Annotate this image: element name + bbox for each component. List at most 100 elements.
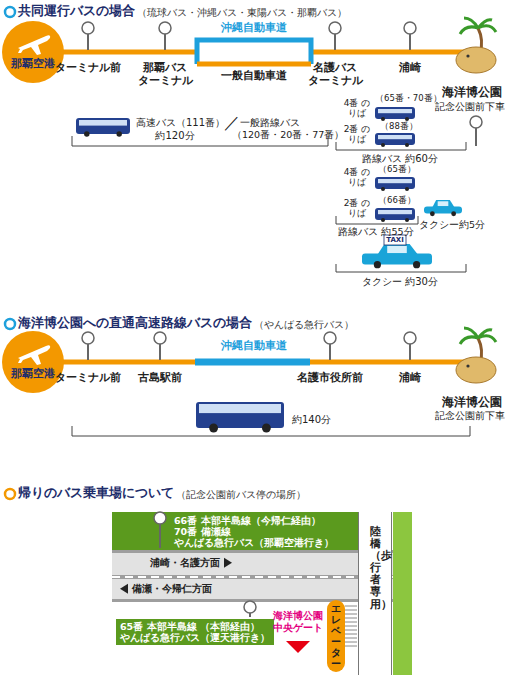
travel-time: 約120分 <box>155 130 194 142</box>
footbridge-band: 陸橋（歩行者専用） <box>358 512 392 675</box>
expressway <box>195 359 310 366</box>
stop-pole <box>409 34 411 50</box>
stop-pole <box>159 344 161 360</box>
airplane-shape <box>18 35 50 55</box>
stop-sign <box>329 22 341 34</box>
bus-wheel <box>405 218 409 222</box>
node-text: 66番 本部半島線（今帰仁経由） <box>174 515 334 526</box>
airport-circle: 那覇空港 <box>2 21 64 83</box>
stop-sign <box>404 332 416 344</box>
destination-note: 記念公園前下車 <box>435 411 505 422</box>
stairs <box>345 638 357 639</box>
taxi-sign-text: TAXI <box>385 236 405 244</box>
stop-sign <box>244 601 256 613</box>
stairs <box>345 606 357 607</box>
route-line <box>30 360 470 365</box>
taxi-cabin <box>432 200 454 207</box>
stop-pole <box>159 524 161 548</box>
bus-type: 一般路線バス <box>240 117 300 129</box>
stop-name: ターミナル前 <box>55 62 121 75</box>
bus-wheel <box>116 131 121 136</box>
stop-sign <box>82 22 94 34</box>
route-numbers: （88番） <box>380 122 418 132</box>
road-name: 沖縄自動車道 <box>221 22 287 35</box>
direction-arrow <box>120 584 128 594</box>
platform-number: 4番 のりば <box>342 98 372 119</box>
airplane-shape <box>18 345 50 365</box>
section-heading: 海洋博公園への直通高速路線バスの場合 <box>18 316 252 331</box>
taxi-wheel <box>430 211 435 216</box>
stop-pole <box>329 344 331 360</box>
bus-window <box>378 135 412 139</box>
palm-leaves <box>460 328 496 344</box>
gate-arrow <box>286 641 310 653</box>
bracket <box>72 426 470 436</box>
taxi-wheel <box>374 261 381 268</box>
stop-pole <box>87 344 89 360</box>
bus-window <box>378 109 412 113</box>
mascot-eye <box>466 54 469 57</box>
heading-note: （琉球バス・沖縄バス・東陽バス・那覇バス） <box>137 7 347 19</box>
platform-number: 2番 のりば <box>342 198 372 219</box>
stop-name: 浦崎 <box>399 372 421 385</box>
palm-leaves <box>460 18 496 34</box>
stop-name: 那覇バス ターミナル <box>136 62 194 87</box>
heading-note: （やんばる急行バス） <box>254 319 354 331</box>
bus-wheel <box>381 187 385 191</box>
direction-label: 備瀬・今帰仁方面 <box>132 583 212 595</box>
route-numbers: （66番） <box>378 196 416 206</box>
expressway <box>197 40 311 64</box>
road-name: 沖縄自動車道 <box>221 340 287 353</box>
road-name: 一般自動車道 <box>221 70 287 83</box>
roadside-green <box>393 512 412 675</box>
bus-wheel <box>405 187 409 191</box>
stop-name: 名護市役所前 <box>297 372 363 385</box>
airplane-icon <box>2 21 64 83</box>
stop-pole <box>87 34 89 50</box>
stop-sign <box>159 22 171 34</box>
bus-wheel <box>381 143 385 147</box>
node-text: エレベーター <box>331 603 341 669</box>
stop-name: ターミナル前 <box>55 372 121 385</box>
destination-name: 海洋博公園 <box>442 396 502 410</box>
node-text: 那覇空港 <box>11 366 55 381</box>
heading-icon <box>5 7 15 17</box>
travel-time: 約140分 <box>292 414 331 426</box>
stairs <box>345 626 357 627</box>
stairs <box>345 622 357 623</box>
destination-name: 海洋博公園 <box>442 86 502 100</box>
node-text: 70番 備瀬線 <box>174 526 334 537</box>
direction-arrow <box>224 558 232 568</box>
stop-sign <box>324 332 336 344</box>
bus-wheel <box>405 143 409 147</box>
bus-body <box>375 133 415 145</box>
route-numbers: （120番・20番・77番） <box>232 130 344 141</box>
mascot-eye <box>466 364 469 367</box>
stop-pole <box>475 128 477 146</box>
bracket <box>336 264 466 272</box>
bus-wheel <box>381 117 385 121</box>
park-mascot <box>456 357 496 383</box>
bus-body <box>375 177 415 189</box>
node-text: 陸橋（歩行者専用） <box>370 526 381 611</box>
taxi-sign <box>384 235 406 245</box>
stairs <box>345 642 357 643</box>
travel-time: 路線バス 約60分 <box>362 153 438 165</box>
heading-icon <box>5 319 15 329</box>
stop-name: 古島駅前 <box>138 372 182 385</box>
gate-label: 海洋博公園 中央ゲート <box>270 610 326 633</box>
general-road <box>197 62 311 67</box>
node-text: 65番 本部半島線 （本部経由） <box>120 621 270 632</box>
taxi-window <box>438 201 449 206</box>
stairs <box>345 618 357 619</box>
route-numbers: （65番） <box>378 165 416 175</box>
stop-name: 名護バス ターミナル <box>306 62 364 87</box>
taxi-body <box>424 206 462 213</box>
heading-note: （記念公園前バス停の場所） <box>176 489 306 501</box>
travel-time: タクシー約5分 <box>419 220 485 231</box>
bus-wheel <box>405 117 409 121</box>
bus-type: 高速バス（111番） <box>136 117 225 129</box>
stairs <box>345 630 357 631</box>
taxi-body <box>362 254 432 265</box>
